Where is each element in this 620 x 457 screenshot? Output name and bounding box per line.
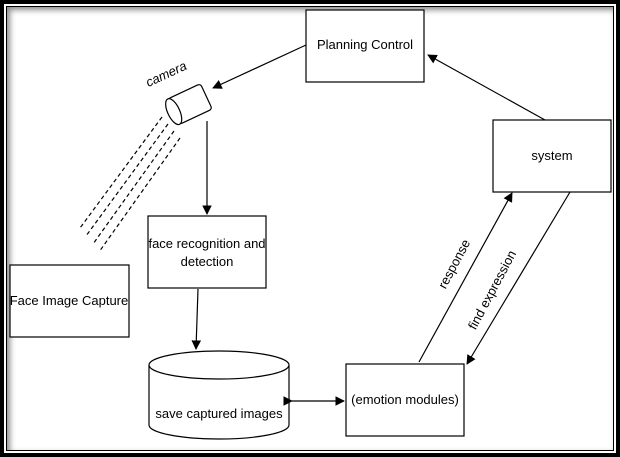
svg-text:detection: detection	[181, 254, 234, 269]
svg-text:system: system	[531, 148, 572, 163]
edge-find-expression	[466, 191, 571, 365]
node-system: system	[492, 119, 612, 193]
node-emotion-modules: (emotion modules)	[345, 363, 465, 437]
svg-text:face recognition and: face recognition and	[148, 236, 265, 251]
svg-text:(emotion modules): (emotion modules)	[351, 392, 459, 407]
edges	[191, 44, 571, 406]
svg-text:Face Image Capture: Face Image Capture	[10, 293, 129, 308]
edge-face-recognition-to-storage	[191, 288, 202, 350]
edge-system-to-planning	[427, 54, 546, 121]
node-save-captured-images: save captured images	[148, 350, 290, 440]
node-face-recognition: face recognition and detection	[147, 215, 267, 289]
camera-icon	[165, 84, 212, 126]
camera-view-lines	[79, 116, 181, 253]
edge-planning-to-camera	[212, 44, 307, 89]
node-face-image-capture: Face Image Capture	[9, 264, 130, 338]
edge-response	[418, 192, 513, 363]
svg-text:Planning Control: Planning Control	[317, 37, 413, 52]
edge-label-response: response	[435, 237, 473, 291]
node-planning-control: Planning Control	[305, 9, 425, 83]
svg-text:save captured images: save captured images	[155, 406, 283, 421]
camera-label: camera	[143, 58, 189, 90]
